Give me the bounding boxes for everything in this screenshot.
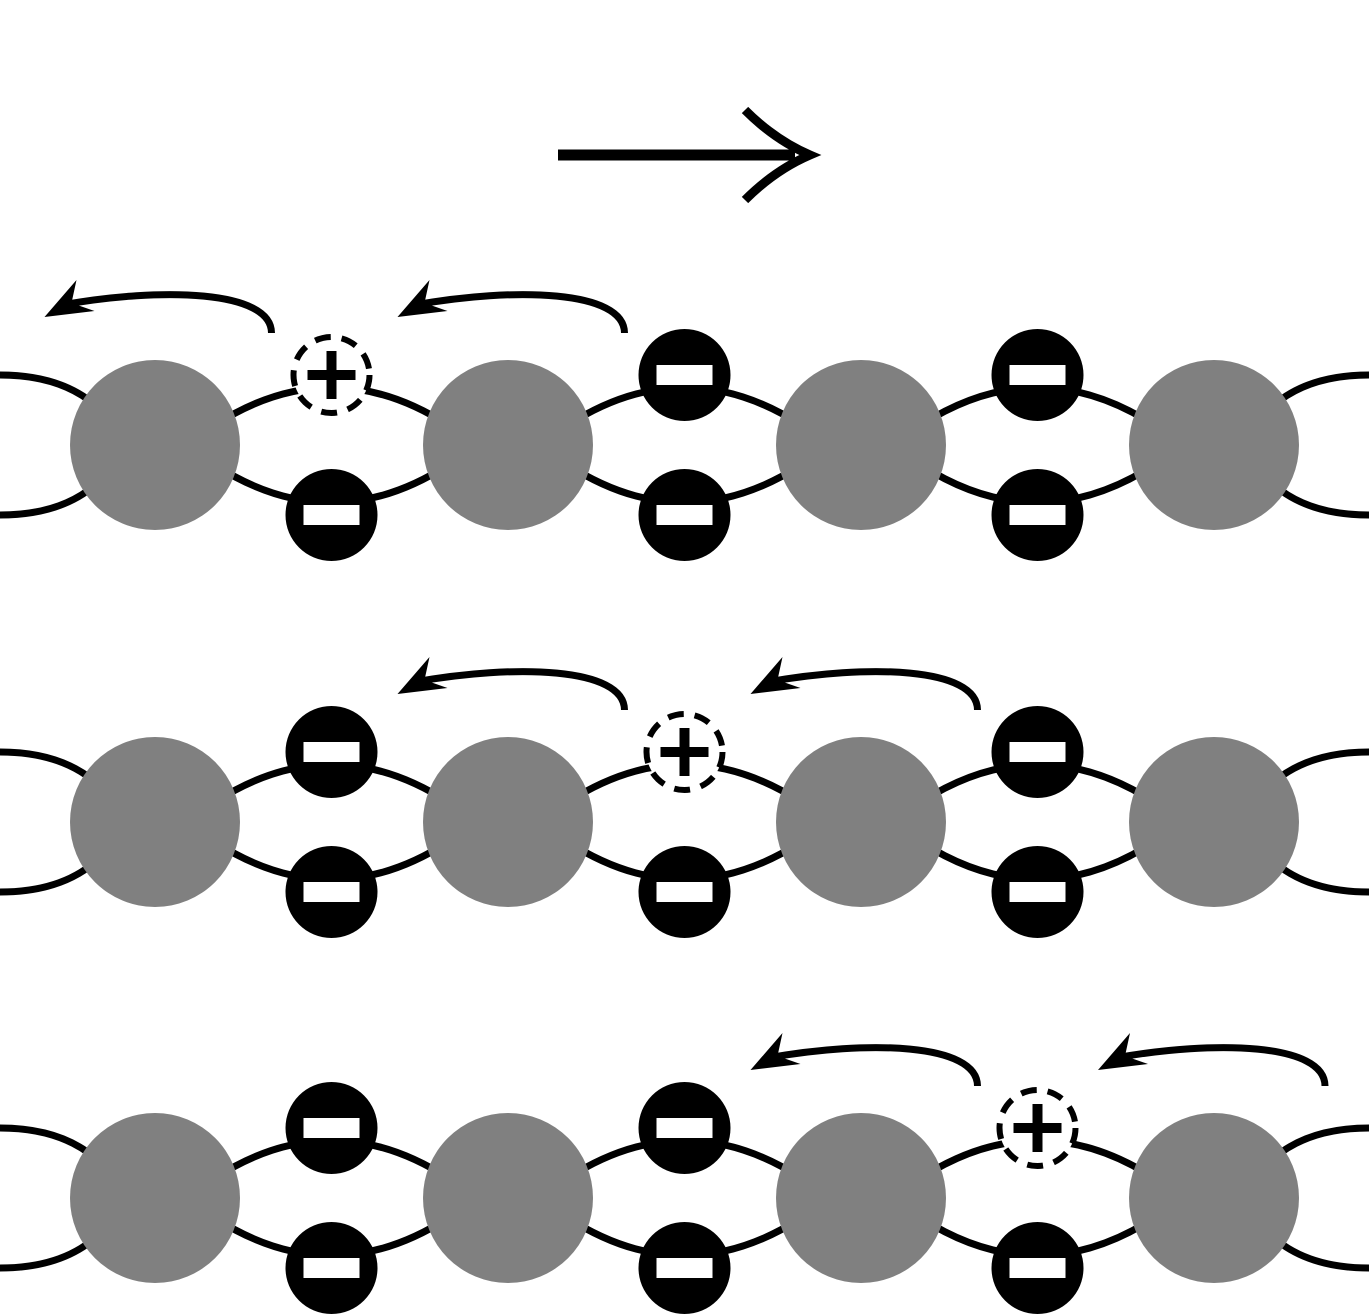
hop-arrow-curve <box>766 668 981 711</box>
hole <box>290 334 373 416</box>
hop-arrow-head <box>397 280 448 317</box>
electron <box>285 706 378 798</box>
atom <box>776 360 946 530</box>
electron <box>638 846 731 938</box>
electron <box>638 329 731 421</box>
hole <box>643 711 726 793</box>
electron <box>991 469 1084 561</box>
minus-sign <box>303 882 360 902</box>
hop-arrow-curve <box>60 291 275 334</box>
hop-arrow-head <box>750 657 801 694</box>
right-arrow-icon <box>558 106 822 204</box>
bond-line <box>0 1124 98 1161</box>
minus-sign <box>1009 1258 1066 1278</box>
electron <box>285 1222 378 1314</box>
atom <box>1129 1113 1299 1283</box>
electron <box>991 706 1084 798</box>
atom <box>776 737 946 907</box>
bond-line <box>0 1235 98 1272</box>
bond-line <box>1271 1124 1369 1161</box>
minus-sign <box>303 742 360 762</box>
minus-sign <box>656 505 713 525</box>
electron <box>285 846 378 938</box>
atom <box>776 1113 946 1283</box>
electron <box>638 1082 731 1174</box>
bond-line <box>1271 371 1369 408</box>
bond-line <box>1271 859 1369 896</box>
atom <box>1129 360 1299 530</box>
minus-sign <box>1009 882 1066 902</box>
minus-sign <box>1009 742 1066 762</box>
minus-sign <box>656 882 713 902</box>
atom <box>423 737 593 907</box>
hop-arrow-head <box>1098 1033 1148 1070</box>
electron <box>991 1222 1084 1314</box>
atom <box>70 737 240 907</box>
atom <box>1129 737 1299 907</box>
electron <box>991 329 1084 421</box>
bond-line <box>0 748 98 785</box>
row-1 <box>0 280 1369 561</box>
atom <box>423 360 593 530</box>
hop-arrow-curve <box>1114 1044 1329 1087</box>
plus-horizontal <box>660 747 709 757</box>
electron <box>285 1082 378 1174</box>
minus-sign <box>303 505 360 525</box>
row-2 <box>0 657 1369 938</box>
bond-line <box>1271 482 1369 519</box>
electron <box>285 469 378 561</box>
minus-sign <box>656 1258 713 1278</box>
atom <box>423 1113 593 1283</box>
bond-line <box>1271 1235 1369 1272</box>
row-3 <box>0 1033 1369 1314</box>
electron <box>991 846 1084 938</box>
minus-sign <box>656 1118 713 1138</box>
plus-horizontal <box>307 370 356 380</box>
hop-arrow-curve <box>766 1044 981 1087</box>
hole <box>996 1087 1079 1169</box>
minus-sign <box>303 1118 360 1138</box>
hop-arrow-head <box>750 1033 801 1070</box>
minus-sign <box>656 365 713 385</box>
minus-sign <box>303 1258 360 1278</box>
bond-line <box>1271 748 1369 785</box>
electron <box>638 1222 731 1314</box>
minus-sign <box>1009 365 1066 385</box>
lattice-rows <box>0 280 1369 1314</box>
bond-line <box>0 482 98 519</box>
atom <box>70 360 240 530</box>
atom <box>70 1113 240 1283</box>
minus-sign <box>1009 505 1066 525</box>
bond-line <box>0 371 98 408</box>
plus-horizontal <box>1013 1123 1062 1133</box>
electron <box>638 469 731 561</box>
hop-arrow-curve <box>413 668 628 711</box>
hop-arrow-head <box>44 280 95 317</box>
hop-arrow-curve <box>413 291 628 334</box>
hop-arrow-head <box>397 657 448 694</box>
bond-line <box>0 859 98 896</box>
